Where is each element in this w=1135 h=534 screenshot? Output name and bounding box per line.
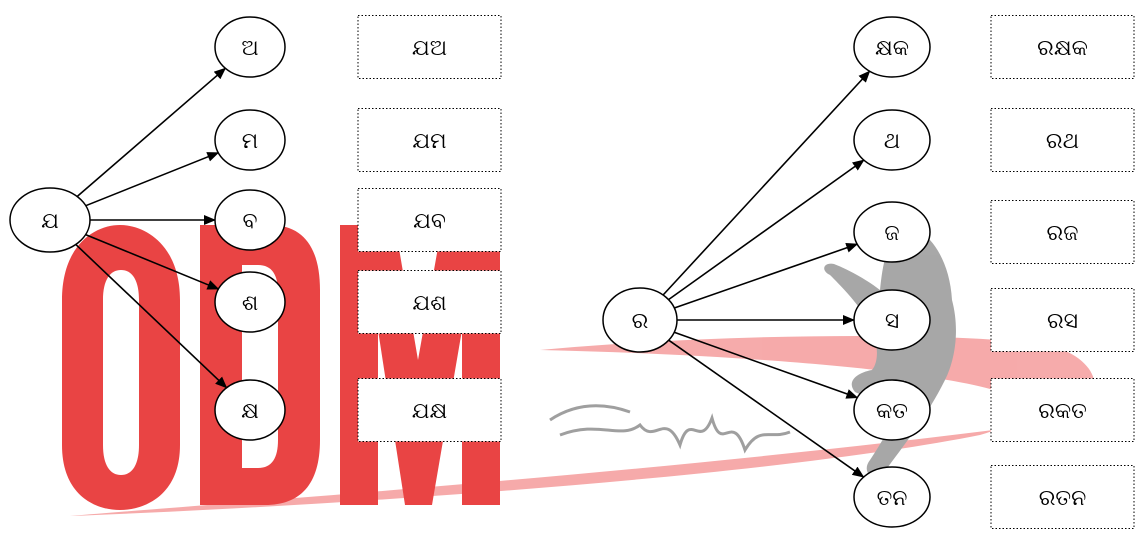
arrow xyxy=(663,71,870,295)
suffix-text: କତ xyxy=(876,399,908,424)
suffix-text: କ୍ଷକ xyxy=(875,36,909,61)
suffix-text: କ୍ଷ xyxy=(241,399,259,424)
root-letter: ର xyxy=(632,309,649,334)
suffix-text: ଅ xyxy=(241,36,258,61)
word-text: ଯଅ xyxy=(412,36,447,61)
word-box: ରତନ xyxy=(991,466,1134,529)
suffix-node: ଜ xyxy=(854,202,930,262)
word-text: ରଥ xyxy=(1046,129,1079,154)
watermark-letters xyxy=(62,225,500,510)
odm-watermark xyxy=(62,204,1095,516)
arrow xyxy=(86,153,219,206)
suffix-node: ମ xyxy=(215,110,285,170)
suffix-text: ଥ xyxy=(884,129,900,154)
suffix-text: ତନ xyxy=(877,486,908,511)
suffix-text: ଜ xyxy=(884,221,899,246)
suffix-text: ସ xyxy=(885,309,899,334)
suffix-text: ଶ xyxy=(242,291,258,316)
word-box: ରଥ xyxy=(991,109,1134,172)
word-box: ଯଅ xyxy=(358,16,501,79)
word-box: ଯକ୍ଷ xyxy=(358,379,501,442)
word-box: ଯବ xyxy=(358,189,501,252)
word-box: ରକତ xyxy=(991,379,1134,442)
word-box: ଯଶ xyxy=(358,271,501,334)
suffix-node: କ୍ଷକ xyxy=(854,17,930,77)
suffix-node: ବ xyxy=(215,190,285,250)
suffix-text: ବ xyxy=(242,209,257,234)
arrow xyxy=(77,68,225,196)
suffix-node: ତନ xyxy=(854,467,930,527)
word-box: ରକ୍ଷକ xyxy=(991,16,1134,79)
suffix-node: କତ xyxy=(854,380,930,440)
root-node: ର xyxy=(603,288,677,352)
word-text: ରକ୍ଷକ xyxy=(1037,36,1088,61)
word-text: ରସ xyxy=(1047,309,1078,334)
word-text: ଯକ୍ଷ xyxy=(412,399,448,424)
word-text: ରତନ xyxy=(1039,486,1087,511)
word-text: ରକତ xyxy=(1038,399,1087,424)
word-box: ରଜ xyxy=(991,201,1134,264)
suffix-node: ଥ xyxy=(854,110,930,170)
word-box: ରସ xyxy=(991,289,1134,352)
word-text: ଯବ xyxy=(413,209,446,234)
root-letter: ଯ xyxy=(41,209,59,234)
watermark-wave xyxy=(550,406,790,450)
suffix-node: ଶ xyxy=(215,272,285,332)
root-node: ଯ xyxy=(10,188,90,252)
word-text: ରଜ xyxy=(1047,221,1079,246)
suffix-node: କ୍ଷ xyxy=(215,380,285,440)
word-text: ଯଶ xyxy=(412,291,446,316)
suffix-node: ସ xyxy=(854,290,930,350)
word-text: ଯମ xyxy=(412,129,446,154)
suffix-text: ମ xyxy=(242,129,258,154)
suffix-node: ଅ xyxy=(215,17,285,77)
word-box: ଯମ xyxy=(358,109,501,172)
